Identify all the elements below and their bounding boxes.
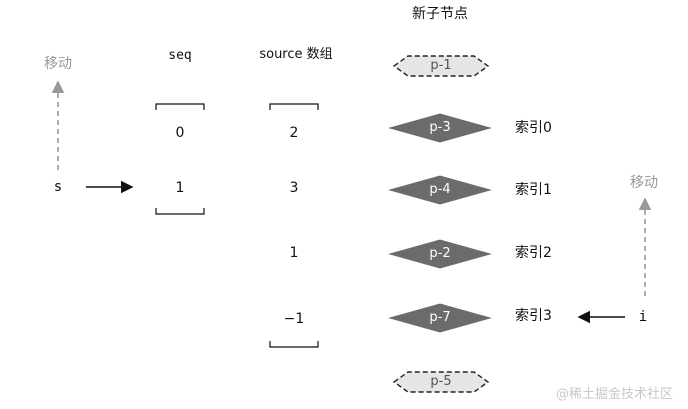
i-pointer-label: i	[638, 309, 648, 325]
node-label-p-7: p-7	[429, 310, 451, 325]
node-p-1	[392, 55, 490, 77]
seq-bracket-top	[155, 103, 205, 110]
node-label-p-5: p-5	[430, 374, 452, 389]
node-p-5	[392, 371, 490, 393]
node-label-p-3: p-3	[429, 120, 451, 135]
watermark: @稀土掘金技术社区	[556, 387, 674, 402]
node-p-4	[388, 175, 492, 205]
move-label-left: 移动	[44, 56, 72, 72]
index-label: 索引1	[515, 182, 552, 198]
index-label: 索引2	[515, 245, 552, 261]
source-value: 2	[289, 125, 299, 141]
index-label: 索引3	[515, 308, 552, 324]
source-value: 1	[289, 245, 299, 261]
seq-header: seq	[168, 48, 192, 63]
source-bracket-bottom	[269, 341, 319, 348]
node-p-3	[388, 113, 492, 143]
source-header: source 数组	[259, 47, 333, 62]
seq-value: 1	[175, 180, 185, 196]
source-value: −1	[283, 311, 305, 327]
index-label: 索引0	[515, 120, 552, 136]
s-pointer-label: s	[53, 179, 63, 195]
move-label-right: 移动	[630, 175, 658, 191]
seq-bracket-bottom	[155, 208, 205, 215]
diagram-title: 新子节点	[412, 6, 468, 22]
node-label-p-2: p-2	[429, 246, 451, 261]
node-label-p-4: p-4	[429, 182, 451, 197]
node-label-p-1: p-1	[430, 58, 452, 73]
seq-value: 0	[175, 125, 185, 141]
source-value: 3	[289, 180, 299, 196]
node-p-7	[388, 303, 492, 333]
node-p-2	[388, 239, 492, 269]
source-bracket-top	[269, 103, 319, 110]
